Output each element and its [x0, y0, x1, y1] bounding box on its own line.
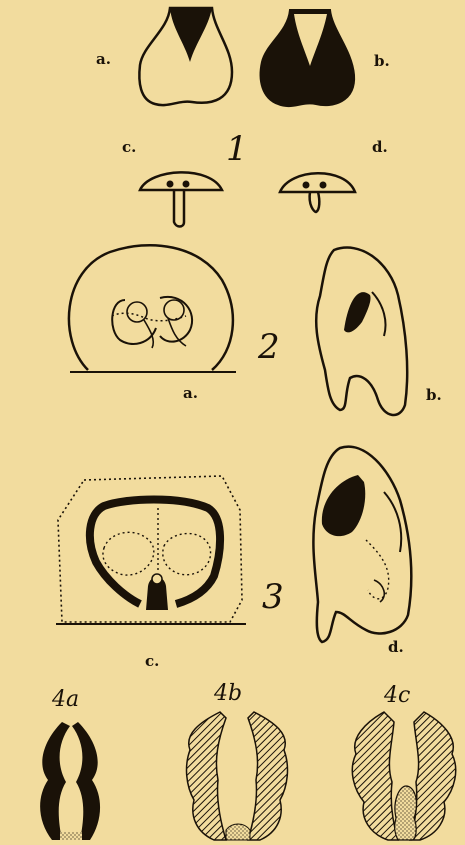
- figure-4c-label: 4c: [383, 683, 410, 708]
- figure-1a-label: a.: [96, 50, 111, 68]
- figure-2a-label: a.: [183, 384, 198, 402]
- figure-2b-drawing: [316, 248, 407, 415]
- figure-1b-label: b.: [374, 52, 390, 70]
- figure-4: 4a 4b 4c: [40, 681, 456, 840]
- figure-3-number: 3: [262, 577, 284, 617]
- figure-1d-drawing: [280, 173, 355, 212]
- figure-1-number: 1: [226, 129, 248, 169]
- figure-1c-label: c.: [122, 138, 136, 156]
- figure-4a-label: 4a: [51, 687, 79, 712]
- figure-2b-label: b.: [426, 386, 442, 404]
- figure-2-number: 2: [257, 327, 280, 367]
- figure-1: a. b. 1 c. d.: [96, 8, 390, 227]
- figure-4b-drawing: [187, 712, 288, 840]
- figure-4c-drawing: [352, 712, 455, 840]
- figure-3d-drawing: [313, 447, 411, 642]
- figure-2a-drawing: [69, 245, 236, 372]
- figure-3d-label: d.: [388, 638, 404, 656]
- figure-3c-label: c.: [145, 652, 159, 670]
- figure-4a-drawing: [40, 722, 100, 840]
- figure-2: a. 2 b.: [69, 245, 442, 415]
- figure-1c-drawing: [140, 172, 222, 226]
- figure-4b-label: 4b: [213, 681, 242, 706]
- figure-3: c. 3 d.: [56, 447, 411, 670]
- figure-1a-drawing: [139, 8, 232, 105]
- figure-3c-drawing: [56, 476, 246, 624]
- figure-1d-label: d.: [372, 138, 388, 156]
- figure-1b-drawing: [261, 10, 355, 106]
